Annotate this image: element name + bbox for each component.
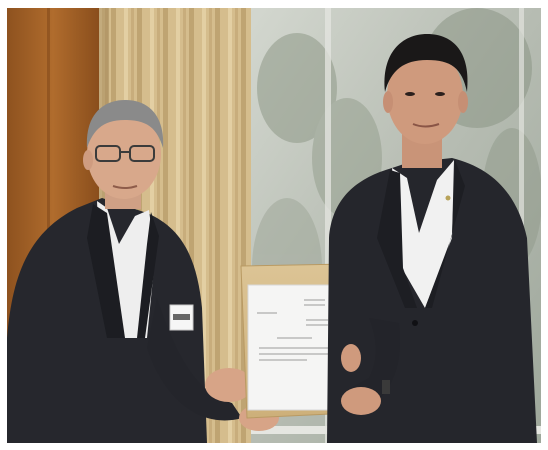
right-man-lapel-left xyxy=(377,170,417,308)
document-text-lines xyxy=(257,299,333,361)
window-frame-vertical xyxy=(325,8,331,443)
right-man-lapel-right xyxy=(425,160,465,308)
right-man-head xyxy=(387,48,463,144)
left-man-hand-upper xyxy=(205,368,253,402)
right-man-shirt xyxy=(392,160,454,308)
watch-icon xyxy=(382,380,390,394)
left-man xyxy=(7,100,279,443)
right-man-jacket-button xyxy=(412,320,418,326)
photograph xyxy=(7,8,541,443)
right-man xyxy=(327,34,537,443)
right-man-eye-left xyxy=(405,92,415,96)
right-man-ear-right xyxy=(458,91,468,113)
right-man-eye-right xyxy=(435,92,445,96)
lapel-pin-icon xyxy=(445,195,451,201)
right-man-hand-upper xyxy=(341,344,361,372)
glasses-icon xyxy=(95,145,155,162)
left-man-lapel-right xyxy=(137,212,159,338)
wood-panel-seam xyxy=(47,8,50,443)
right-man-hand-lower xyxy=(341,387,381,415)
name-badge-text-mark xyxy=(173,314,190,320)
left-man-head xyxy=(87,109,161,199)
left-man-mouth xyxy=(112,185,138,189)
right-man-hair xyxy=(384,34,468,92)
left-man-hair xyxy=(86,100,164,148)
left-man-arm xyxy=(147,298,242,421)
left-man-lapel-left xyxy=(87,204,125,338)
right-man-ear-left xyxy=(383,91,393,113)
left-man-ear xyxy=(83,150,93,170)
right-man-mouth xyxy=(412,123,440,128)
envelope xyxy=(240,263,352,419)
